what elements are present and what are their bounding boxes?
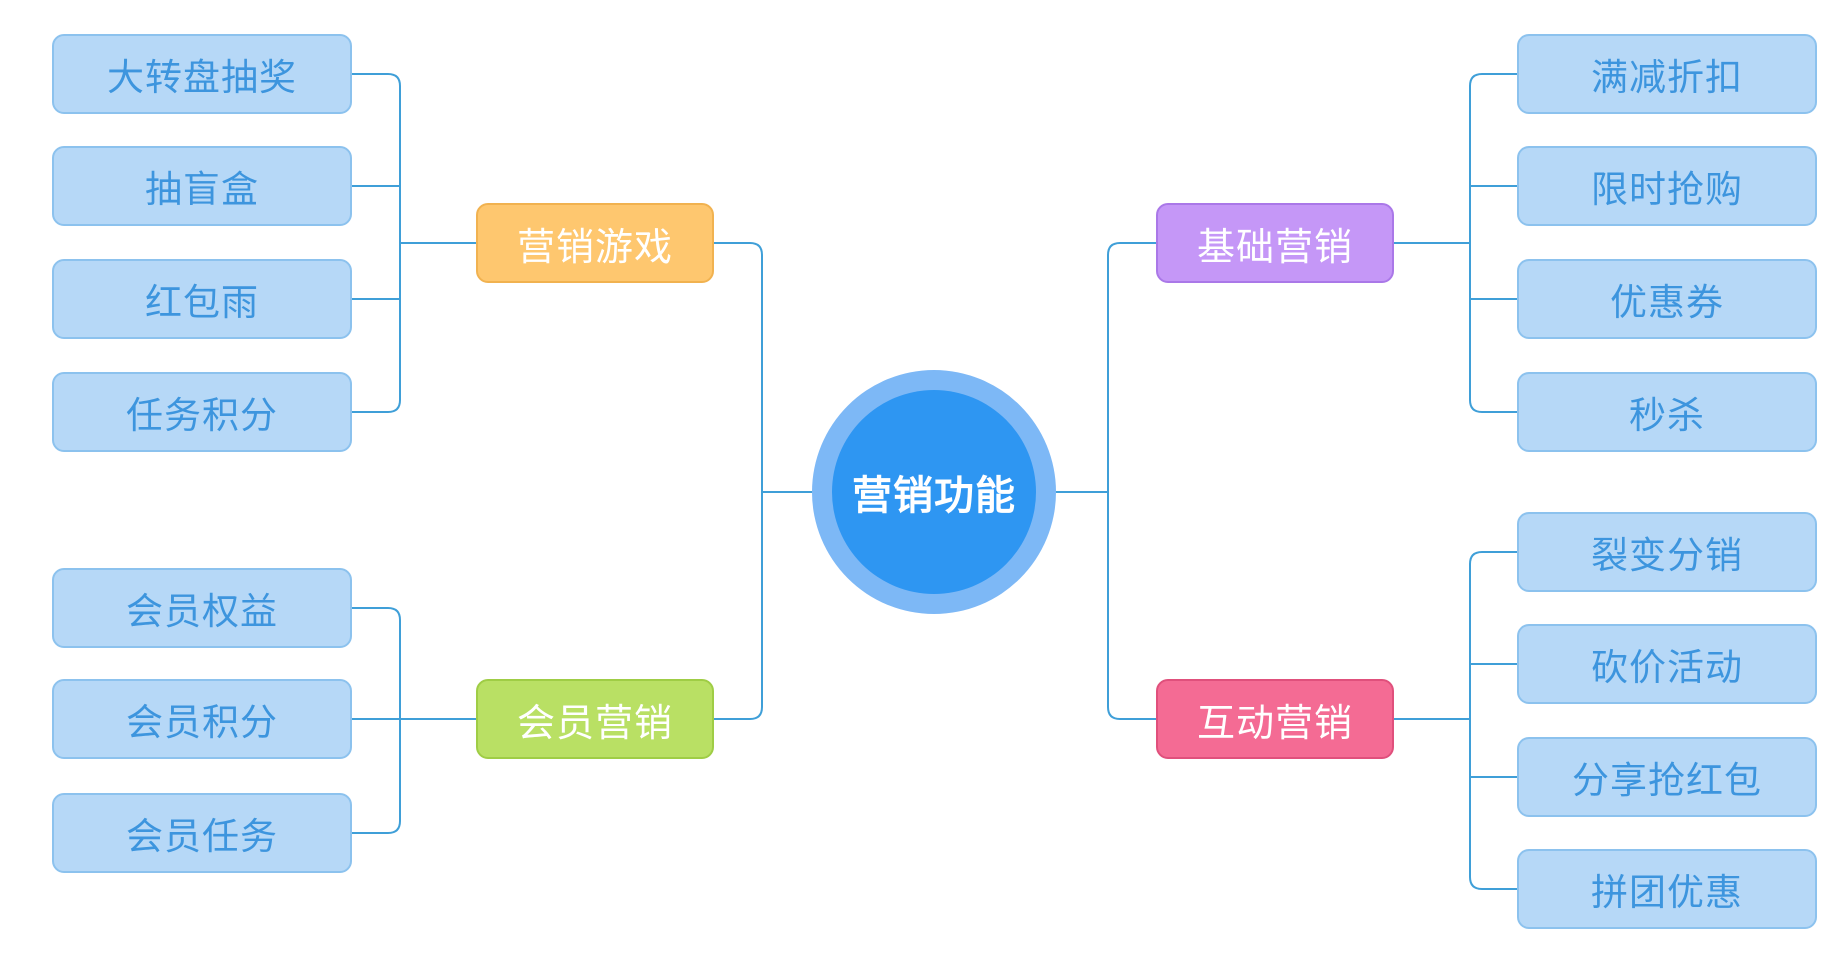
connector-basic-leaf-1 [1469,73,1517,243]
branch-game[interactable]: 营销游戏 [476,203,714,283]
leaf-game-1[interactable]: 大转盘抽奖 [52,34,352,114]
leaf-member-1[interactable]: 会员权益 [52,568,352,648]
branch-label: 基础营销 [1196,224,1353,269]
leaf-label: 裂变分销 [1591,534,1743,577]
leaf-interact-3[interactable]: 分享抢红包 [1517,737,1817,817]
leaf-basic-2[interactable]: 限时抢购 [1517,146,1817,226]
connector-game-leaf-4 [352,243,401,413]
connector-interact-leaf-4 [1469,719,1517,890]
leaf-label: 会员任务 [126,815,278,858]
branch-interact[interactable]: 互动营销 [1156,679,1394,759]
connector-member-leaf-3 [352,719,401,834]
connector-center-basic [1056,242,1156,493]
leaf-member-3[interactable]: 会员任务 [52,793,352,873]
connector-center-game [714,242,812,493]
connector-center-interact [1107,492,1156,720]
leaf-label: 分享抢红包 [1572,759,1762,802]
leaf-game-3[interactable]: 红包雨 [52,259,352,339]
connector-center-member [714,492,763,720]
leaf-label: 大转盘抽奖 [107,56,297,99]
connector-basic-leaf-4 [1469,243,1517,413]
branch-label: 会员营销 [516,700,673,745]
connector-member-leaf-1 [352,607,401,719]
center-node[interactable]: 营销功能 [832,390,1036,594]
leaf-game-4[interactable]: 任务积分 [52,372,352,452]
leaf-label: 拼团优惠 [1591,871,1743,914]
branch-member[interactable]: 会员营销 [476,679,714,759]
leaf-interact-1[interactable]: 裂变分销 [1517,512,1817,592]
leaf-label: 红包雨 [145,281,259,324]
leaf-label: 抽盲盒 [145,168,259,211]
leaf-member-2[interactable]: 会员积分 [52,679,352,759]
leaf-label: 会员积分 [126,701,278,744]
leaf-label: 任务积分 [126,394,278,437]
branch-basic[interactable]: 基础营销 [1156,203,1394,283]
leaf-label: 会员权益 [126,590,278,633]
leaf-interact-2[interactable]: 砍价活动 [1517,624,1817,704]
leaf-interact-4[interactable]: 拼团优惠 [1517,849,1817,929]
leaf-label: 优惠券 [1610,281,1724,324]
branch-label: 互动营销 [1196,700,1353,745]
connector-interact-leaf-1 [1469,551,1517,719]
leaf-label: 秒杀 [1629,394,1705,437]
connector-game-leaf-1 [352,73,401,243]
leaf-label: 砍价活动 [1591,646,1743,689]
leaf-basic-3[interactable]: 优惠券 [1517,259,1817,339]
leaf-game-2[interactable]: 抽盲盒 [52,146,352,226]
leaf-label: 满减折扣 [1591,56,1743,99]
center-label: 营销功能 [852,473,1016,519]
branch-label: 营销游戏 [516,224,673,269]
leaf-basic-1[interactable]: 满减折扣 [1517,34,1817,114]
leaf-label: 限时抢购 [1591,168,1743,211]
leaf-basic-4[interactable]: 秒杀 [1517,372,1817,452]
